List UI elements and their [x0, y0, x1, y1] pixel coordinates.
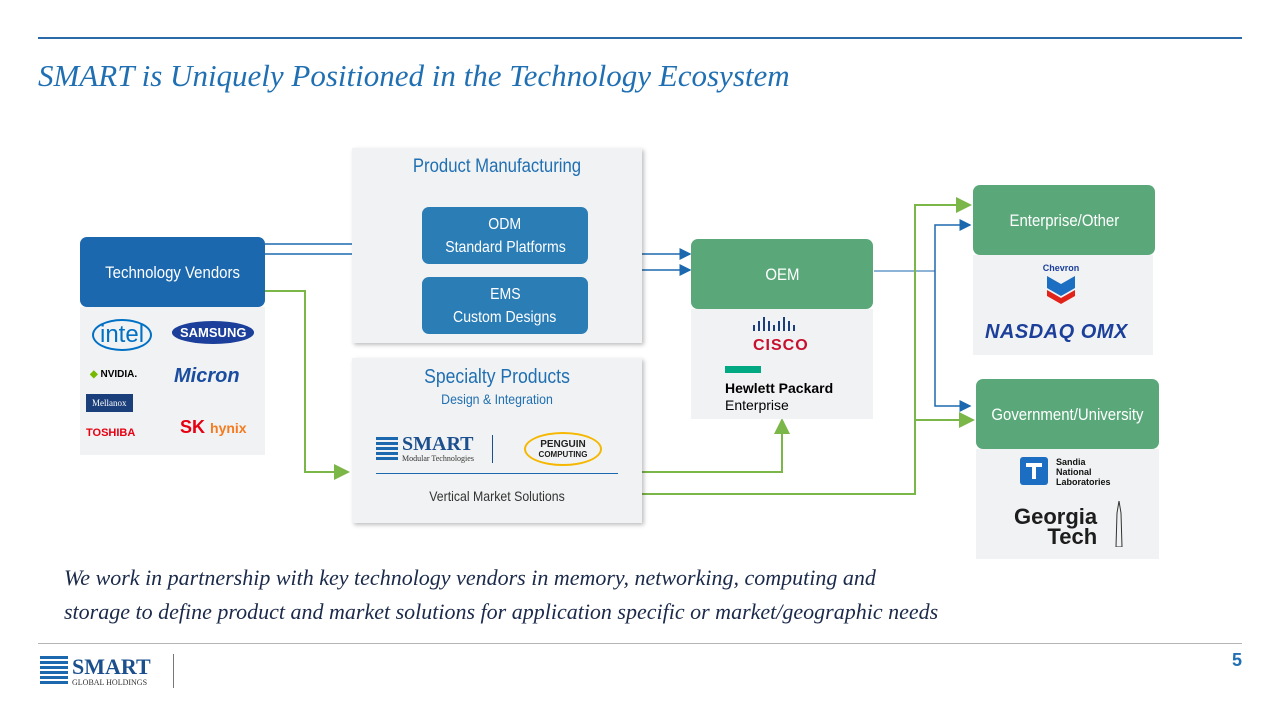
footer-logo-divider	[172, 654, 174, 688]
micron-logo: Micron	[174, 365, 240, 387]
arrow-to-enterprise	[934, 219, 972, 271]
caption-line-2: storage to define product and market sol…	[64, 599, 939, 624]
cisco-bars-icon	[753, 317, 795, 331]
sandia-logo: Sandia National Laboratories	[1056, 457, 1111, 487]
sandia-thunderbird-icon	[1020, 457, 1048, 485]
enterprise-other-box: Enterprise/Other	[973, 185, 1155, 255]
odm-sublabel: Standard Platforms	[444, 238, 566, 256]
hpe-element-icon	[725, 366, 761, 373]
arrow-to-government	[934, 271, 972, 412]
smart-modular-subtitle: Modular Technologies	[402, 454, 474, 463]
odm-box: ODM Standard Platforms	[422, 207, 588, 264]
specialty-products-panel: Specialty Products Design & Integration …	[352, 358, 642, 523]
mellanox-logo: Mellanox	[86, 394, 133, 412]
smart-footer-stripes-icon	[40, 656, 68, 686]
smart-modular-logo: SMART Modular Technologies	[376, 434, 493, 463]
penguin-computing-logo: PENGUIN COMPUTING	[524, 432, 602, 466]
specialty-divider	[376, 473, 618, 474]
georgia-tech-tower-icon	[1114, 500, 1124, 548]
vendor-logos-panel: intel SAMSUNG ◆ NVIDIA. Micron Mellanox …	[80, 307, 265, 455]
arrow-specialty-markets	[628, 197, 972, 495]
enterprise-logos-panel: Chevron NASDAQ OMX	[973, 255, 1153, 355]
georgia-tech-logo: Georgia Tech	[1014, 504, 1098, 549]
sk-hynix-logo: SK hynix	[180, 417, 247, 437]
smart-modular-wordmark: SMART	[402, 433, 474, 455]
enterprise-other-label: Enterprise/Other	[1009, 210, 1119, 230]
hpe-logo-line2: Enterprise	[725, 397, 789, 413]
oem-label: OEM	[764, 264, 800, 284]
penguin-line1: PENGUIN	[540, 439, 586, 450]
top-rule	[38, 37, 1242, 39]
ems-label: EMS	[489, 285, 521, 303]
vertical-market-solutions-label: Vertical Market Solutions	[429, 488, 565, 504]
chevron-logo-text: Chevron	[1042, 263, 1080, 273]
samsung-logo: SAMSUNG	[172, 321, 255, 344]
ems-sublabel: Custom Designs	[453, 308, 557, 326]
slide-title: SMART is Uniquely Positioned in the Tech…	[38, 58, 790, 93]
oem-box: OEM	[691, 239, 873, 309]
cisco-logo: CISCO	[753, 337, 809, 354]
penguin-line2: COMPUTING	[538, 450, 588, 459]
toshiba-logo: TOSHIBA	[86, 427, 136, 439]
oem-logos-panel: CISCO Hewlett Packard Enterprise	[691, 309, 873, 419]
bottom-rule	[38, 643, 1242, 644]
hpe-logo-line1: Hewlett Packard	[725, 380, 834, 396]
nvidia-logo: ◆ NVIDIA.	[90, 369, 138, 380]
caption-line-1: We work in partnership with key technolo…	[64, 565, 876, 590]
page-number: 5	[1231, 650, 1242, 670]
product-manufacturing-title: Product Manufacturing	[412, 156, 582, 177]
arrow-vendors-specialty	[265, 290, 350, 480]
smart-global-holdings-logo: SMART GLOBAL HOLDINGS	[40, 654, 174, 688]
government-logos-panel: Sandia National Laboratories Georgia Tec…	[976, 449, 1159, 559]
chevron-logo-icon	[1045, 274, 1077, 304]
specialty-products-title: Specialty Products	[424, 366, 570, 388]
specialty-products-subtitle: Design & Integration	[441, 391, 553, 407]
government-university-box: Government/University	[976, 379, 1159, 449]
technology-vendors-label: Technology Vendors	[105, 262, 240, 282]
technology-vendors-box: Technology Vendors	[80, 237, 265, 307]
intel-logo: intel	[92, 319, 153, 351]
smart-stripes-icon	[376, 436, 398, 461]
odm-label: ODM	[488, 215, 522, 233]
logo-divider	[491, 434, 493, 463]
smart-footer-wordmark: SMART	[72, 653, 151, 679]
ems-box: EMS Custom Designs	[422, 277, 588, 334]
smart-footer-subtitle: GLOBAL HOLDINGS	[72, 677, 148, 687]
nasdaq-omx-logo: NASDAQ OMX	[985, 321, 1128, 343]
arrow-specialty-oem	[628, 418, 790, 473]
government-university-label: Government/University	[991, 404, 1144, 424]
